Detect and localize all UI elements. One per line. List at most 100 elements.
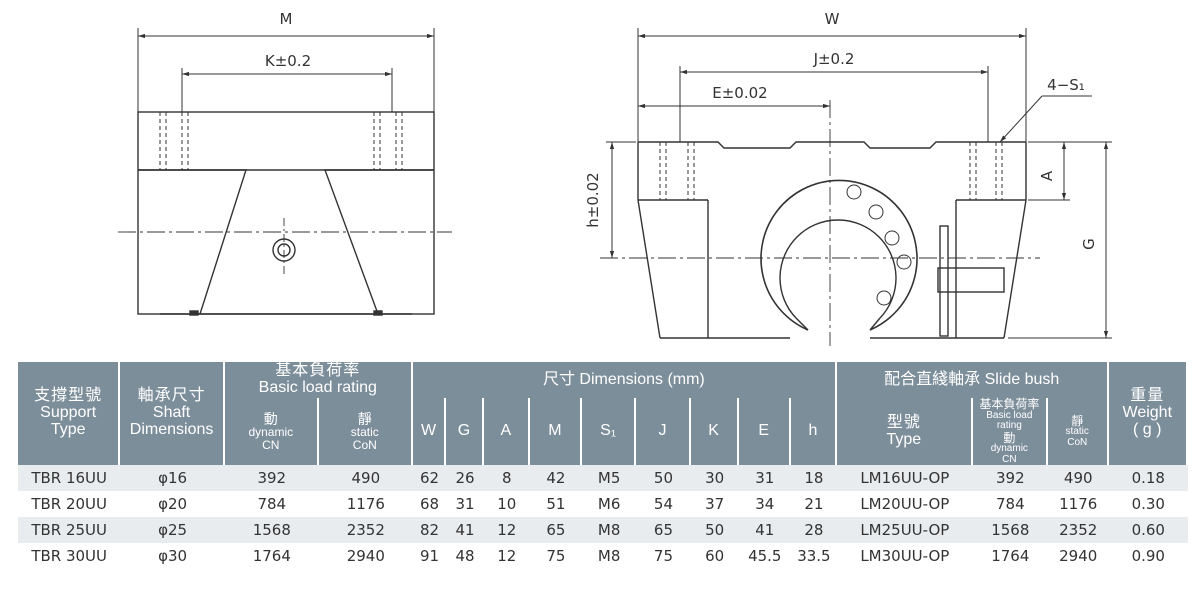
table-cell: 41 xyxy=(446,517,484,544)
header-bush-type: 型號 Type xyxy=(836,398,973,466)
spec-table: 支撐型號 Support Type 軸承尺寸 Shaft Dimensions … xyxy=(18,362,1188,570)
header-bush-static: 靜 static CoN xyxy=(1047,398,1109,466)
label-G: G xyxy=(1080,238,1098,250)
table-cell: φ25 xyxy=(120,517,225,544)
header-col-W: W xyxy=(412,398,447,466)
label-A: A xyxy=(1038,170,1056,181)
table-cell: 62 xyxy=(412,465,447,492)
label-K: K±0.2 xyxy=(265,52,311,70)
table-cell: M6 xyxy=(582,491,637,518)
table-cell: 37 xyxy=(690,491,739,518)
header-support-type: 支撐型號 Support Type xyxy=(18,362,121,466)
table-cell: 48 xyxy=(446,543,484,570)
table-cell: 2940 xyxy=(1047,543,1109,570)
table-cell: 91 xyxy=(412,543,447,570)
header-col-K: K xyxy=(690,398,739,466)
table-cell: 1764 xyxy=(224,543,319,570)
table-cell: 0.30 xyxy=(1108,491,1188,518)
table-cell: 30 xyxy=(690,465,739,492)
table-cell: 60 xyxy=(690,543,739,570)
table-cell: 490 xyxy=(1047,465,1109,492)
table-cell: 41 xyxy=(738,517,791,544)
header-slide-bush: 配合直綫軸承 Slide bush xyxy=(836,362,1109,398)
table-cell: 65 xyxy=(529,517,582,544)
label-W: W xyxy=(825,10,840,28)
table-cell: φ20 xyxy=(120,491,225,518)
table-cell: 51 xyxy=(529,491,582,518)
table-cell: 82 xyxy=(412,517,447,544)
table-cell: 68 xyxy=(412,491,447,518)
technical-drawings: M K±0.2 xyxy=(118,10,1112,346)
table-cell: 8 xyxy=(483,465,530,492)
table-cell: 54 xyxy=(636,491,691,518)
label-J: J±0.2 xyxy=(813,50,855,68)
table-cell: φ30 xyxy=(120,543,225,570)
header-col-G: G xyxy=(446,398,484,466)
table-cell: 1176 xyxy=(1047,491,1109,518)
table-cell: 50 xyxy=(690,517,739,544)
table-cell: 42 xyxy=(529,465,582,492)
label-M: M xyxy=(280,10,293,28)
table-cell: LM30UU-OP xyxy=(836,543,973,570)
table-cell: 18 xyxy=(790,465,837,492)
table-cell: 2940 xyxy=(318,543,413,570)
table-cell: TBR 25UU xyxy=(18,517,121,544)
table-cell: TBR 16UU xyxy=(18,465,121,492)
header-col-M: M xyxy=(529,398,582,466)
header-col-E: E xyxy=(738,398,791,466)
header-static: 靜 static CoN xyxy=(318,398,413,466)
table-cell: φ16 xyxy=(120,465,225,492)
table-cell: M8 xyxy=(582,517,637,544)
table-cell: 2352 xyxy=(318,517,413,544)
table-cell: 1764 xyxy=(972,543,1048,570)
table-cell: M8 xyxy=(582,543,637,570)
header-bush-dynamic: 基本負荷率 Basic load rating 動 dynamic CN xyxy=(972,398,1048,466)
table-cell: 392 xyxy=(224,465,319,492)
label-S1: 4−S₁ xyxy=(1047,76,1085,94)
table-cell: M5 xyxy=(582,465,637,492)
label-E: E±0.02 xyxy=(712,84,767,102)
table-cell: 784 xyxy=(972,491,1048,518)
table-cell: 10 xyxy=(483,491,530,518)
table-cell: 26 xyxy=(446,465,484,492)
table-cell: 33.5 xyxy=(790,543,837,570)
header-col-h: h xyxy=(790,398,837,466)
table-cell: 12 xyxy=(483,517,530,544)
table-cell: 28 xyxy=(790,517,837,544)
label-h: h±0.02 xyxy=(584,172,602,227)
table-cell: 2352 xyxy=(1047,517,1109,544)
table-cell: 45.5 xyxy=(738,543,791,570)
table-cell: TBR 30UU xyxy=(18,543,121,570)
table-cell: LM20UU-OP xyxy=(836,491,973,518)
table-cell: 0.18 xyxy=(1108,465,1188,492)
table-cell: 784 xyxy=(224,491,319,518)
table-cell: 1568 xyxy=(224,517,319,544)
table-cell: 31 xyxy=(738,465,791,492)
table-cell: 31 xyxy=(446,491,484,518)
header-col-A: A xyxy=(483,398,530,466)
table-cell: LM16UU-OP xyxy=(836,465,973,492)
table-cell: LM25UU-OP xyxy=(836,517,973,544)
table-cell: 0.60 xyxy=(1108,517,1188,544)
table-cell: 1176 xyxy=(318,491,413,518)
table-cell: 50 xyxy=(636,465,691,492)
table-cell: 65 xyxy=(636,517,691,544)
table-cell: 12 xyxy=(483,543,530,570)
front-view-drawing xyxy=(118,28,452,316)
table-cell: 34 xyxy=(738,491,791,518)
table-cell: 1568 xyxy=(972,517,1048,544)
header-basic-load-rating: 基本負荷率 Basic load rating xyxy=(224,362,413,398)
header-dimensions: 尺寸 Dimensions (mm) xyxy=(412,362,837,398)
table-cell: 392 xyxy=(972,465,1048,492)
header-col-J: J xyxy=(636,398,691,466)
table-cell: 75 xyxy=(636,543,691,570)
header-col-S1: S₁ xyxy=(582,398,637,466)
header-weight: 重量 Weight ( g ) xyxy=(1108,362,1188,466)
header-dynamic: 動 dynamic CN xyxy=(224,398,319,466)
side-view-drawing xyxy=(600,28,1112,346)
table-cell: 21 xyxy=(790,491,837,518)
header-shaft-dimensions: 軸承尺寸 Shaft Dimensions xyxy=(120,362,225,466)
